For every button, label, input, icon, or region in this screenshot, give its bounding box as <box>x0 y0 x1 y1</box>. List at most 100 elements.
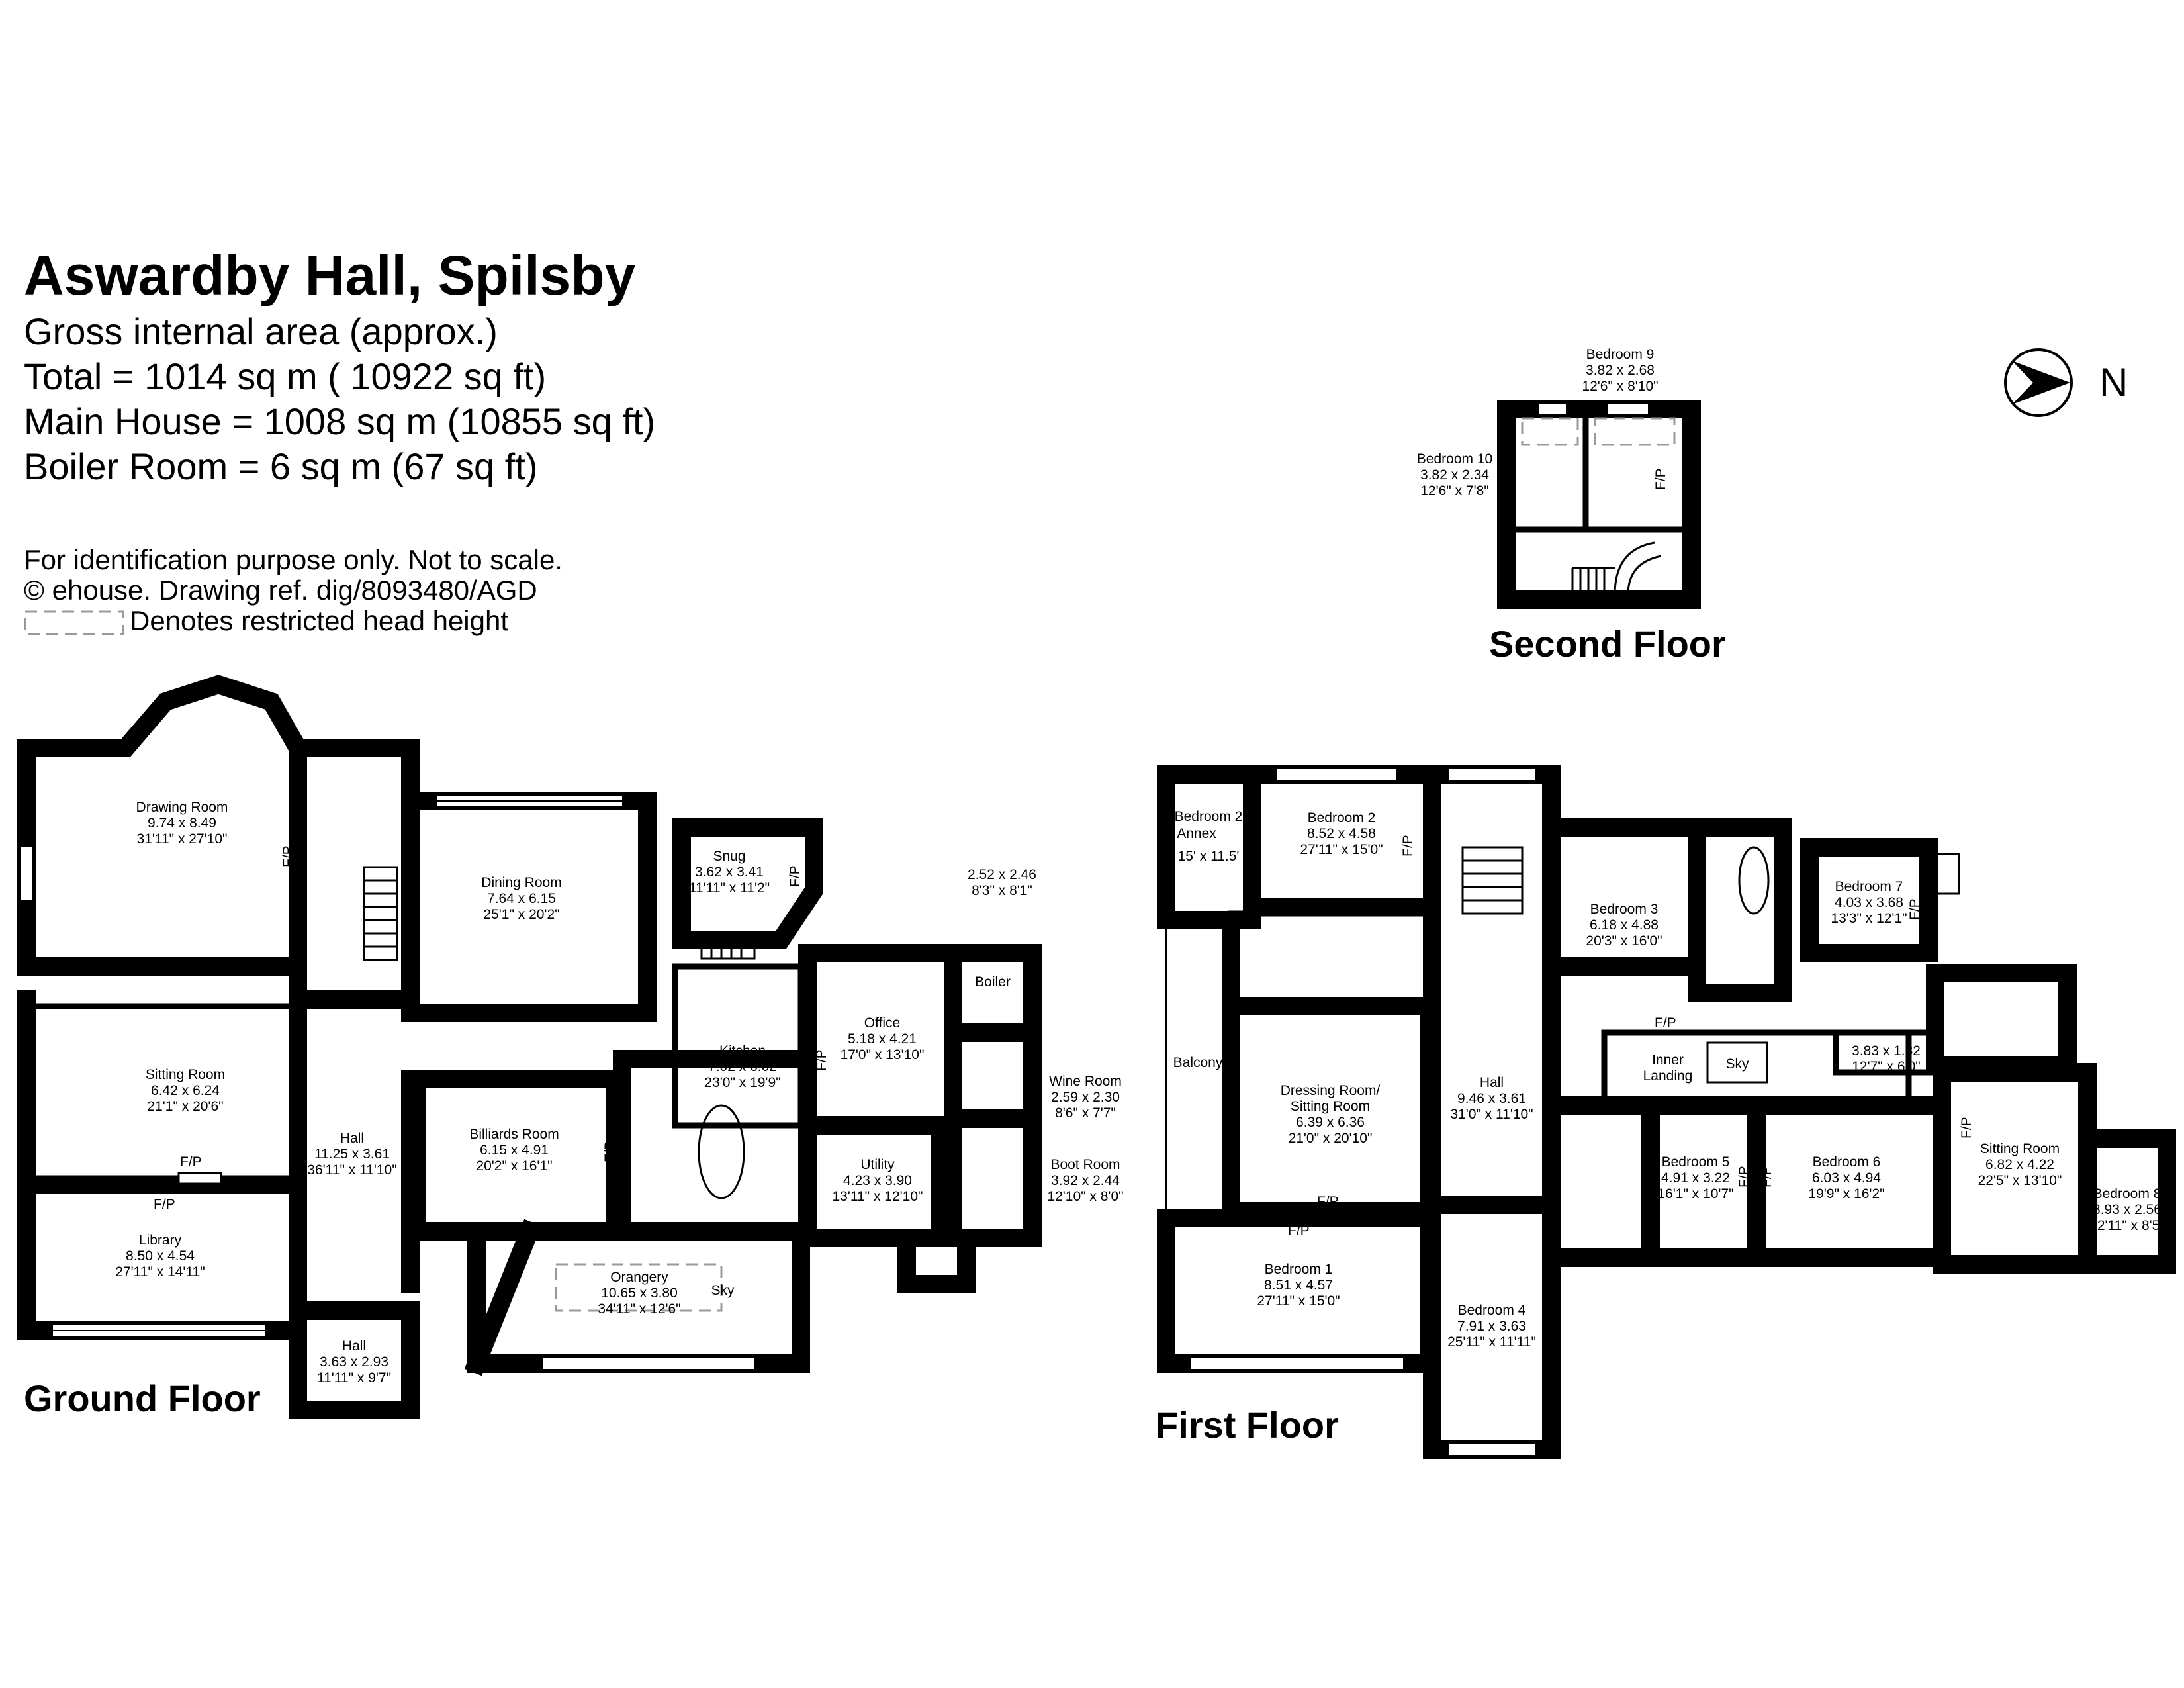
svg-text:Landing: Landing <box>1643 1068 1693 1084</box>
room-wine-room: Wine Room 2.59 x 2.30 8'6" x 7'7" <box>1049 1074 1122 1121</box>
svg-text:Sitting Room: Sitting Room <box>1291 1099 1370 1114</box>
room-orangery: Orangery 10.65 x 3.80 34'11" x 12'6" Sky <box>598 1270 735 1317</box>
svg-text:34'11" x 12'6": 34'11" x 12'6" <box>598 1301 680 1317</box>
svg-text:4.91 x 3.22: 4.91 x 3.22 <box>1661 1170 1730 1186</box>
legend-text: Denotes restricted head height <box>130 605 509 636</box>
svg-text:3.63 x 2.93: 3.63 x 2.93 <box>320 1354 388 1370</box>
first-floor-plan <box>1157 765 2176 1459</box>
svg-text:17'0" x 13'10": 17'0" x 13'10" <box>841 1047 925 1062</box>
sky-label: Sky <box>1725 1056 1749 1072</box>
fp-label: F/P <box>602 1141 617 1162</box>
room-hall-small: Hall 3.63 x 2.93 11'11" x 9'7" <box>317 1338 391 1385</box>
svg-text:36'11" x 11'10": 36'11" x 11'10" <box>307 1162 396 1178</box>
total-area: Total = 1014 sq m ( 10922 sq ft) <box>24 355 547 397</box>
svg-text:9.74 x 8.49: 9.74 x 8.49 <box>148 816 216 831</box>
svg-text:Office: Office <box>864 1015 900 1031</box>
fp-label: F/P <box>1655 1015 1676 1031</box>
svg-text:Bedroom 1: Bedroom 1 <box>1265 1262 1333 1277</box>
plan-title: Aswardby Hall, Spilsby <box>24 244 636 306</box>
svg-text:Hall: Hall <box>1480 1075 1504 1090</box>
copyright: © ehouse. Drawing ref. dig/8093480/AGD <box>24 575 537 606</box>
room-bedroom-3: Bedroom 3 6.18 x 4.88 20'3" x 16'0" <box>1586 902 1662 949</box>
svg-text:Boiler: Boiler <box>975 974 1011 990</box>
svg-text:11'11" x 11'2": 11'11" x 11'2" <box>689 880 770 896</box>
fp-label: F/P <box>1759 1166 1774 1188</box>
room-boot-room: Boot Room 3.92 x 2.44 12'10" x 8'0" <box>1047 1157 1123 1204</box>
svg-text:27'11" x 15'0": 27'11" x 15'0" <box>1300 842 1383 857</box>
room-boiler: 2.52 x 2.46 8'3" x 8'1" Boiler <box>968 867 1036 990</box>
svg-text:3.93 x 2.56: 3.93 x 2.56 <box>2093 1202 2161 1217</box>
fp-label: F/P <box>1400 835 1416 857</box>
svg-text:8'3" x 8'1": 8'3" x 8'1" <box>972 883 1032 898</box>
svg-text:2.52 x 2.46: 2.52 x 2.46 <box>968 867 1036 882</box>
svg-text:15' x 11.5': 15' x 11.5' <box>1178 849 1240 864</box>
room-landing-room: 3.83 x 1.82 12'7" x 6'0" <box>1852 1043 1921 1074</box>
svg-text:25'1" x 20'2": 25'1" x 20'2" <box>483 907 559 922</box>
svg-text:25'11" x 11'11": 25'11" x 11'11" <box>1447 1335 1536 1350</box>
svg-text:Utility: Utility <box>860 1157 895 1172</box>
room-inner-landing: Inner Landing Sky <box>1643 1053 1749 1084</box>
room-billiards: Billiards Room 6.15 x 4.91 20'2" x 16'1" <box>469 1127 559 1174</box>
svg-text:20'2" x 16'1": 20'2" x 16'1" <box>476 1158 552 1174</box>
svg-text:Dressing Room/: Dressing Room/ <box>1281 1083 1381 1098</box>
svg-text:12'6" x 7'8": 12'6" x 7'8" <box>1420 483 1489 498</box>
svg-text:4.23 x 3.90: 4.23 x 3.90 <box>843 1173 912 1188</box>
svg-text:3.83 x 1.82: 3.83 x 1.82 <box>1852 1043 1921 1058</box>
svg-text:Snug: Snug <box>713 849 745 864</box>
svg-text:11'11" x 9'7": 11'11" x 9'7" <box>317 1370 391 1385</box>
fp-label: F/P <box>1288 1223 1310 1239</box>
svg-text:5.18 x 4.21: 5.18 x 4.21 <box>848 1031 917 1047</box>
fp-label: F/P <box>1317 1194 1339 1209</box>
room-snug: Snug 3.62 x 3.41 11'11" x 11'2" <box>689 849 770 896</box>
fp-label: F/P <box>1959 1117 1974 1139</box>
first-floor-label: First Floor <box>1156 1404 1339 1446</box>
room-bedroom-1: Bedroom 1 8.51 x 4.57 27'11" x 15'0" <box>1257 1262 1340 1309</box>
svg-text:Kitchen: Kitchen <box>719 1043 766 1058</box>
svg-text:9.46 x 3.61: 9.46 x 3.61 <box>1457 1091 1526 1106</box>
room-sitting-room-ground: Sitting Room 6.42 x 6.24 21'1" x 20'6" <box>146 1067 225 1114</box>
second-floor-plan: F/P <box>1497 400 1701 609</box>
svg-text:3.62 x 3.41: 3.62 x 3.41 <box>695 865 764 880</box>
svg-text:10.65 x 3.80: 10.65 x 3.80 <box>601 1286 678 1301</box>
svg-text:4.03 x 3.68: 4.03 x 3.68 <box>1835 895 1903 910</box>
fp-label: F/P <box>154 1197 175 1212</box>
svg-text:6.03 x 4.94: 6.03 x 4.94 <box>1812 1170 1881 1186</box>
room-bedroom-8: Bedroom 8 3.93 x 2.56 12'11" x 8'5" <box>2089 1186 2165 1233</box>
room-utility: Utility 4.23 x 3.90 13'11" x 12'10" <box>833 1157 923 1204</box>
svg-text:Inner: Inner <box>1652 1053 1684 1068</box>
svg-text:13'11" x 12'10": 13'11" x 12'10" <box>833 1189 923 1204</box>
room-bedroom-7: Bedroom 7 4.03 x 3.68 13'3" x 12'1" <box>1831 879 1907 926</box>
compass-north-letter: N <box>2099 360 2128 404</box>
svg-text:Sitting Room: Sitting Room <box>1980 1141 2060 1156</box>
room-bedroom-2: Bedroom 2 8.52 x 4.58 27'11" x 15'0" <box>1300 810 1383 857</box>
svg-text:Dining Room: Dining Room <box>481 875 561 890</box>
svg-text:Bedroom 2: Bedroom 2 <box>1175 809 1243 824</box>
gross-area-caption: Gross internal area (approx.) <box>24 310 498 352</box>
svg-text:6.42 x 6.24: 6.42 x 6.24 <box>151 1083 220 1098</box>
svg-text:12'7" x 6'0": 12'7" x 6'0" <box>1852 1059 1921 1074</box>
svg-text:3.92 x 2.44: 3.92 x 2.44 <box>1051 1173 1120 1188</box>
svg-text:Bedroom 3: Bedroom 3 <box>1590 902 1659 917</box>
svg-text:Hall: Hall <box>340 1131 364 1146</box>
svg-text:23'0" x 19'9": 23'0" x 19'9" <box>704 1075 780 1090</box>
compass-icon: N <box>2004 348 2128 417</box>
svg-text:Bedroom 9: Bedroom 9 <box>1586 347 1655 362</box>
room-library: Library 8.50 x 4.54 27'11" x 14'11" <box>115 1233 205 1280</box>
svg-text:6.82 x 4.22: 6.82 x 4.22 <box>1985 1157 2054 1172</box>
room-drawing-room: Drawing Room 9.74 x 8.49 31'11" x 27'10" <box>136 800 228 847</box>
fp-label: F/P <box>180 1154 202 1170</box>
svg-text:7.91 x 3.63: 7.91 x 3.63 <box>1457 1319 1526 1334</box>
sky-label: Sky <box>711 1283 735 1298</box>
ground-floor-plan <box>17 675 1042 1419</box>
room-bedroom-10: Bedroom 10 3.82 x 2.34 12'6" x 7'8" <box>1417 451 1492 498</box>
svg-text:19'9" x 16'2": 19'9" x 16'2" <box>1808 1186 1884 1201</box>
svg-text:27'11" x 15'0": 27'11" x 15'0" <box>1257 1293 1340 1309</box>
svg-text:21'0" x 20'10": 21'0" x 20'10" <box>1289 1131 1373 1146</box>
svg-text:Billiards Room: Billiards Room <box>469 1127 559 1142</box>
room-bedroom-4: Bedroom 4 7.91 x 3.63 25'11" x 11'11" <box>1447 1303 1536 1350</box>
svg-text:22'5" x 13'10": 22'5" x 13'10" <box>1978 1173 2062 1188</box>
room-hall-ground: Hall 11.25 x 3.61 36'11" x 11'10" <box>307 1131 396 1178</box>
svg-text:Bedroom 10: Bedroom 10 <box>1417 451 1492 467</box>
svg-text:12'6" x 8'10": 12'6" x 8'10" <box>1582 379 1658 394</box>
boiler-room-area: Boiler Room = 6 sq m (67 sq ft) <box>24 445 538 487</box>
